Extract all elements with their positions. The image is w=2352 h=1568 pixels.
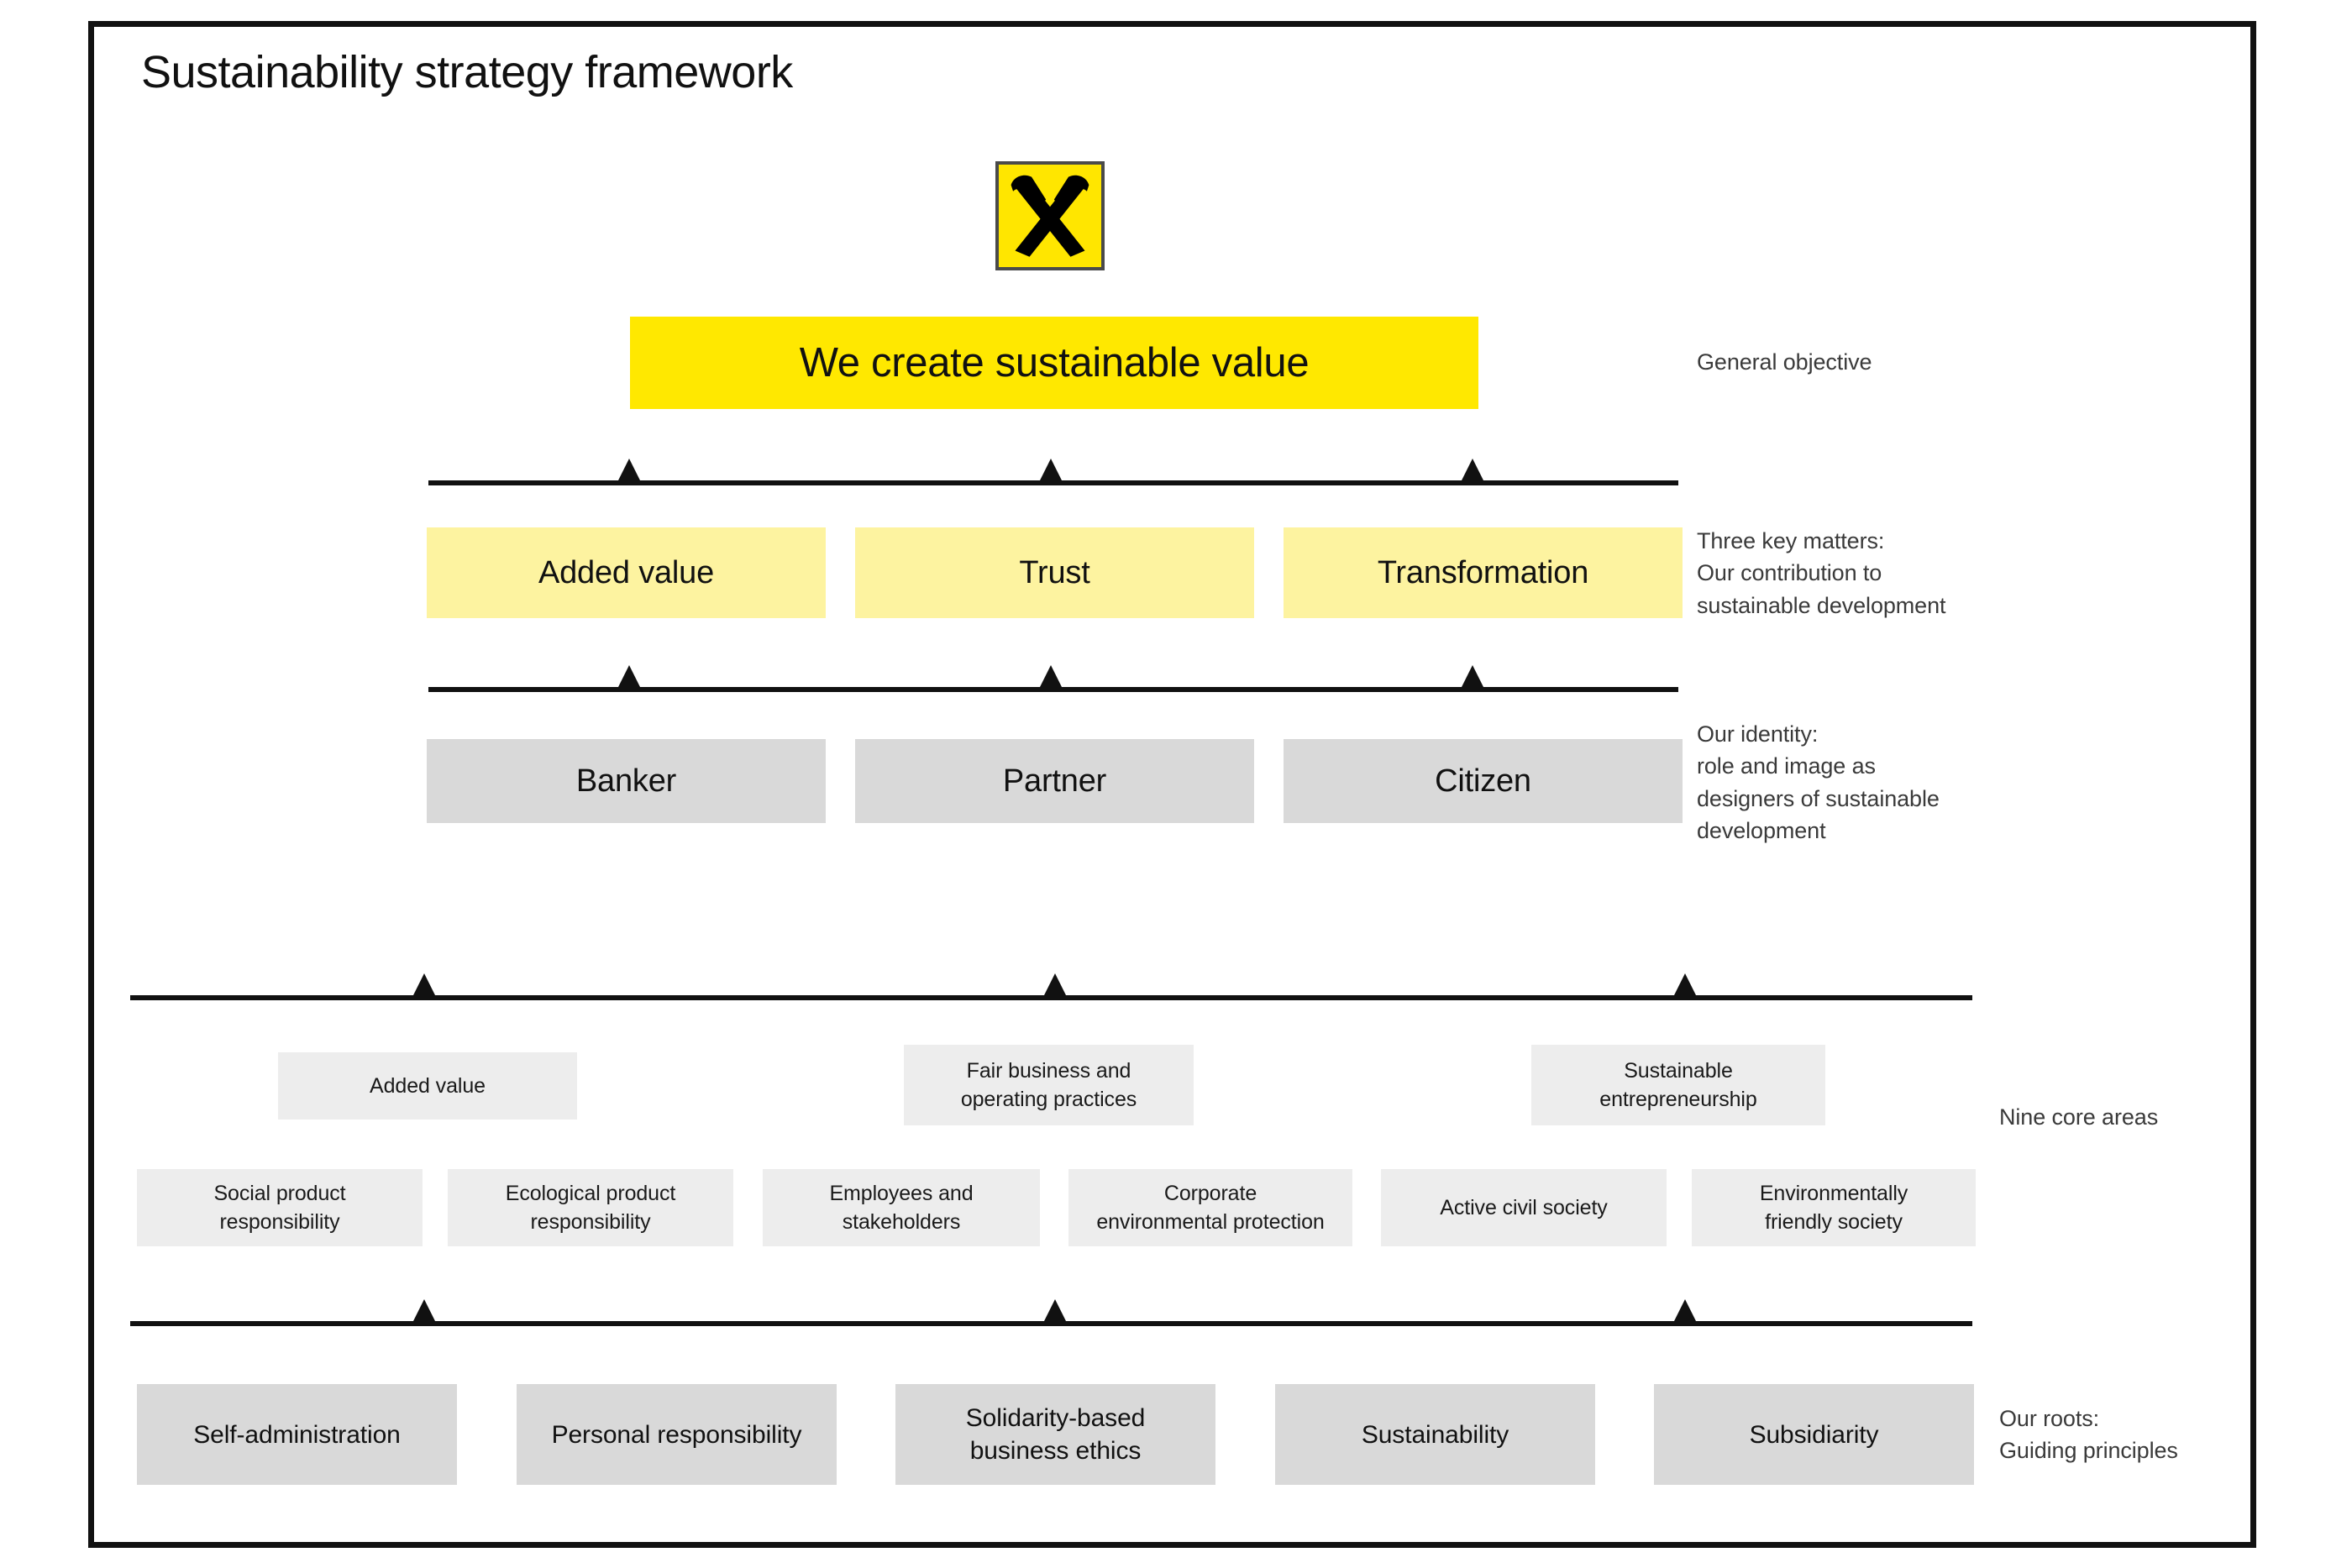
annotation-general-objective: General objective: [1697, 346, 1872, 378]
core-area-label: Ecological product responsibility: [505, 1181, 676, 1235]
identity-box-citizen[interactable]: Citizen: [1284, 739, 1683, 823]
root-box-subsidiarity[interactable]: Subsidiarity: [1654, 1384, 1974, 1485]
separator-line-1: [428, 480, 1678, 485]
core-area-label: Added value: [370, 1073, 486, 1098]
key-matter-box-added-value[interactable]: Added value: [427, 527, 826, 618]
key-matter-label: Trust: [1019, 554, 1090, 590]
core-area-label: Environmentally friendly society: [1759, 1181, 1908, 1235]
root-box-personal-responsibility[interactable]: Personal responsibility: [517, 1384, 837, 1485]
root-box-solidarity-based-business-ethics[interactable]: Solidarity-based business ethics: [895, 1384, 1215, 1485]
page-title: Sustainability strategy framework: [141, 47, 793, 97]
root-box-sustainability[interactable]: Sustainability: [1275, 1384, 1595, 1485]
root-label: Personal responsibility: [551, 1420, 802, 1449]
core-area-box-corporate-environmental-protection[interactable]: Corporate environmental protection: [1068, 1169, 1352, 1246]
annotation-key-matters: Three key matters: Our contribution to s…: [1697, 528, 1946, 618]
arrow-up-icon: [1462, 665, 1483, 687]
core-area-label: Social product responsibility: [213, 1181, 346, 1235]
identity-label: Citizen: [1435, 763, 1531, 799]
separator-line-4: [130, 1321, 1972, 1326]
core-area-label: Active civil society: [1440, 1195, 1608, 1219]
arrow-up-icon: [1674, 1299, 1696, 1321]
arrow-up-icon: [1462, 459, 1483, 480]
separator-line-3: [130, 995, 1972, 1000]
core-area-box-sustainable-entrepreneurship[interactable]: Sustainable entrepreneurship: [1531, 1045, 1825, 1125]
core-area-box-environmentally-friendly-society[interactable]: Environmentally friendly society: [1692, 1169, 1976, 1246]
key-matter-box-trust[interactable]: Trust: [855, 527, 1254, 618]
core-area-label: Employees and stakeholders: [829, 1181, 974, 1235]
general-objective-banner: We create sustainable value: [630, 317, 1478, 409]
core-area-label: Sustainable entrepreneurship: [1599, 1058, 1757, 1112]
key-matter-label: Added value: [538, 554, 715, 590]
core-area-box-employees-and-stakeholders[interactable]: Employees and stakeholders: [763, 1169, 1040, 1246]
root-label: Solidarity-based business ethics: [965, 1404, 1146, 1465]
identity-box-banker[interactable]: Banker: [427, 739, 826, 823]
general-objective-text: We create sustainable value: [799, 340, 1310, 385]
core-area-box-social-product-responsibility[interactable]: Social product responsibility: [137, 1169, 423, 1246]
arrow-up-icon: [1040, 459, 1062, 480]
separator-line-2: [428, 687, 1678, 692]
annotation-identity: Our identity: role and image as designer…: [1697, 721, 1940, 843]
raiffeisen-gable-cross-icon: [995, 161, 1105, 270]
core-area-label: Corporate environmental protection: [1096, 1181, 1325, 1235]
root-label: Self-administration: [193, 1420, 401, 1449]
annotation-general-objective-text: General objective: [1697, 349, 1872, 375]
annotation-roots: Our roots: Guiding principles: [1999, 1406, 2178, 1464]
arrow-up-icon: [1040, 665, 1062, 687]
arrow-up-icon: [1674, 973, 1696, 995]
identity-label: Partner: [1002, 763, 1107, 799]
core-area-box-ecological-product-responsibility[interactable]: Ecological product responsibility: [448, 1169, 733, 1246]
core-area-label: Fair business and operating practices: [960, 1058, 1137, 1112]
key-matter-box-transformation[interactable]: Transformation: [1284, 527, 1683, 618]
root-label: Sustainability: [1361, 1420, 1509, 1449]
identity-box-partner[interactable]: Partner: [855, 739, 1254, 823]
core-area-box-fair-business[interactable]: Fair business and operating practices: [904, 1045, 1194, 1125]
root-box-self-administration[interactable]: Self-administration: [137, 1384, 457, 1485]
root-label: Subsidiarity: [1749, 1420, 1879, 1449]
arrow-up-icon: [1044, 973, 1066, 995]
core-area-box-active-civil-society[interactable]: Active civil society: [1381, 1169, 1667, 1246]
arrow-up-icon: [413, 973, 435, 995]
arrow-up-icon: [618, 459, 640, 480]
arrow-up-icon: [413, 1299, 435, 1321]
diagram-frame-border: [88, 21, 2256, 1548]
key-matter-label: Transformation: [1377, 554, 1589, 590]
arrow-up-icon: [618, 665, 640, 687]
identity-label: Banker: [575, 763, 677, 799]
core-area-box-added-value[interactable]: Added value: [278, 1052, 577, 1120]
annotation-core-areas: Nine core areas: [1999, 1104, 2159, 1130]
arrow-up-icon: [1044, 1299, 1066, 1321]
